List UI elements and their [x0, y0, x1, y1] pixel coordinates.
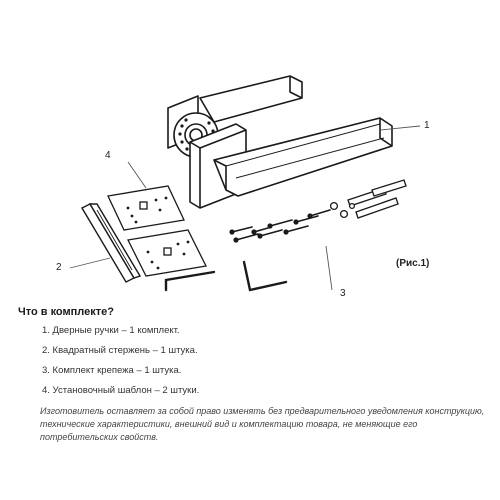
figure-label: (Рис.1)	[396, 258, 430, 269]
callout-2: 2	[56, 262, 62, 273]
kit-item-spindle: 2. Квадратный стержень – 1 штука.	[42, 345, 198, 356]
fasteners-illustration	[229, 179, 407, 243]
kit-item-handles: 1. Дверные ручки – 1 комплект.	[42, 325, 180, 336]
kit-item-fasteners: 3. Комплект крепежа – 1 штука.	[42, 365, 182, 376]
kit-contents-section: Что в комплекте? 1. Дверные ручки – 1 ко…	[18, 306, 488, 444]
assembly-diagram	[69, 75, 421, 292]
kit-title: Что в комплекте?	[18, 306, 114, 318]
mounting-templates-illustration	[107, 185, 207, 277]
callout-leaders	[69, 125, 421, 291]
kit-list: 1. Дверные ручки – 1 комплект. 2. Квадра…	[18, 325, 488, 396]
square-spindle-illustration	[81, 203, 142, 283]
hex-keys-illustration	[164, 260, 288, 292]
door-handle-illustration	[167, 75, 393, 209]
callout-4: 4	[105, 150, 111, 161]
disclaimer-text: Изготовитель оставляет за собой право из…	[40, 406, 485, 442]
callout-3: 3	[340, 288, 346, 299]
callout-1: 1	[424, 120, 430, 131]
kit-item-templates: 4. Установочный шаблон – 2 штуки.	[42, 385, 200, 396]
